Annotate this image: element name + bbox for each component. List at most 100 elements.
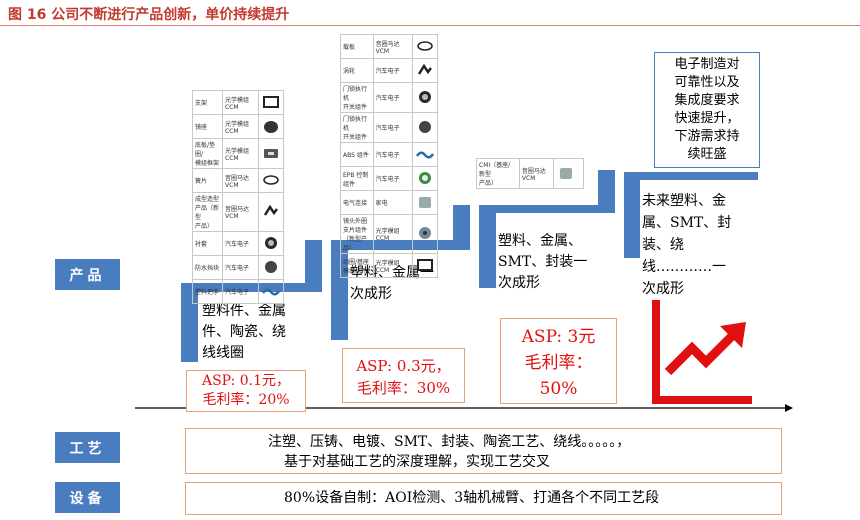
product-thumbnail — [257, 255, 285, 280]
product-thumbnail — [411, 214, 439, 254]
product-thumbnail — [257, 168, 285, 193]
stage-4-tech-line: 属、SMT、封 — [642, 215, 732, 231]
table3-row: CMI（基座/ 新型 产品）音圈马达 VCM — [476, 158, 584, 189]
stage-2-margin: 毛利率：30% — [356, 379, 451, 397]
process-label: 工艺 — [55, 432, 120, 463]
process-line-2: 基于对基础工艺的深度理解，实现工艺交叉 — [284, 454, 550, 470]
table1-cell: 支架 — [191, 90, 224, 115]
stage-1-asp-box: ASP: 0.1元， 毛利率：20% — [186, 370, 306, 412]
product-table-3: CMI（基座/ 新型 产品）音圈马达 VCM — [476, 158, 584, 189]
table1-cell: 音圈马达VCM — [222, 192, 259, 232]
callout-line: 电子制造对 — [674, 57, 740, 72]
table1-row: 支架光学模组CCM — [191, 90, 285, 115]
product-thumbnail — [257, 279, 285, 304]
stage-4-tech-line: 未来塑料、金 — [642, 193, 726, 209]
stage-4-tech-line: 装、绕 — [642, 237, 684, 253]
table1-cell: 汽车电子 — [222, 255, 259, 280]
table2-cell: 涡轮 — [340, 58, 374, 83]
table1-row: 簧片音圈马达VCM — [191, 168, 285, 193]
table1-row: 塑料把手汽车电子 — [191, 279, 285, 304]
callout-line: 续旺盛 — [687, 147, 727, 162]
product-label: 产品 — [55, 259, 120, 290]
product-thumbnail — [553, 158, 584, 189]
table2-cell: 汽车电子 — [372, 166, 413, 191]
stage-1-margin: 毛利率：20% — [202, 392, 290, 408]
table1-cell: 音圈马达VCM — [222, 168, 259, 193]
product-thumbnail — [411, 166, 439, 191]
product-thumbnail — [411, 34, 439, 59]
table2-row: 门锁执行机 开关组件汽车电子 — [340, 112, 439, 143]
table2-cell: 门锁执行机 开关组件 — [340, 112, 374, 143]
product-thumbnail — [411, 58, 439, 83]
table2-cell: 音圈马达VCM — [372, 34, 413, 59]
table2-row: EPB 控制 组件汽车电子 — [340, 166, 439, 191]
table1-cell: 汽车电子 — [222, 231, 259, 256]
process-line-1: 注塑、压铸、电镀、SMT、封装、陶瓷工艺、绕线。。。。。， — [268, 434, 631, 450]
table1-cell: 衬套 — [191, 231, 224, 256]
table2-cell: 家电 — [372, 190, 413, 215]
product-thumbnail — [257, 90, 285, 115]
table1-cell: 光学模组CCM — [222, 138, 259, 169]
table2-row: 涡轮汽车电子 — [340, 58, 439, 83]
stage-2-asp: ASP: 0.3元， — [356, 357, 451, 375]
product-thumbnail — [257, 231, 285, 256]
callout-line: 可靠性以及 — [674, 75, 740, 90]
table2-cell: 动圈/基座 模组组件 — [340, 253, 374, 278]
product-thumbnail — [411, 253, 439, 278]
table2-row: 载板音圈马达VCM — [340, 34, 439, 59]
table1-row: 衬套汽车电子 — [191, 231, 285, 256]
stage-3-tech: 塑料、金属、 SMT、封装一 次成形 — [498, 231, 587, 294]
table2-row: ABS 组件汽车电子 — [340, 142, 439, 167]
table1-row: 成型造型 产品（新型 产品）音圈马达VCM — [191, 192, 285, 232]
product-thumbnail — [411, 190, 439, 215]
stage-1-tech-line: 线线圈 — [202, 345, 244, 361]
table2-row: 镜头外圈 支片组件 （新型产 品）光学模组CCM — [340, 214, 439, 254]
table2-cell: 电气连接 — [340, 190, 374, 215]
product-thumbnail — [411, 142, 439, 167]
table2-cell: 光学模组CCM — [372, 214, 413, 254]
stage-3-tech-line: SMT、封装一 — [498, 254, 588, 270]
stage-4-tech-line: 次成形 — [642, 281, 684, 297]
stage-2-asp-box: ASP: 0.3元， 毛利率：30% — [342, 348, 465, 403]
equipment-box: 80%设备自制：AOI检测、3轴机械臂、打通各个不同工艺段 — [185, 482, 782, 515]
product-thumbnail — [411, 82, 439, 113]
table2-cell: 汽车电子 — [372, 82, 413, 113]
callout-line: 下游需求持 — [674, 129, 740, 144]
table1-cell: 光学模组CCM — [222, 114, 259, 139]
table3-cell: 音圈马达 VCM — [518, 158, 555, 189]
demand-callout: 电子制造对 可靠性以及 集成度要求 快速提升， 下游需求持 续旺盛 — [654, 52, 760, 168]
stage-1-tech: 塑料件、金属 件、陶瓷、绕 线线圈 — [202, 301, 286, 364]
table3-cell: CMI（基座/ 新型 产品） — [476, 158, 520, 189]
callout-line: 集成度要求 — [674, 93, 740, 108]
callout-line: 快速提升， — [674, 111, 740, 126]
stage-3-tech-line: 次成形 — [498, 275, 540, 291]
table2-cell: 门锁执行机 开关组件 — [340, 82, 374, 113]
growth-arrow-icon — [652, 300, 752, 404]
table1-row: 防水挡块汽车电子 — [191, 255, 285, 280]
table2-cell: 光学模组CCM — [372, 253, 413, 278]
table2-row: 动圈/基座 模组组件光学模组CCM — [340, 253, 439, 278]
table1-row: 底板/垫圈/ 模组框架光学模组CCM — [191, 138, 285, 169]
stage-3-tech-line: 塑料、金属、 — [498, 233, 582, 249]
table1-cell: 塑料把手 — [191, 279, 224, 304]
product-thumbnail — [257, 114, 285, 139]
stage-3-margin-value: 50% — [539, 379, 578, 399]
stage-1-asp: ASP: 0.1元， — [201, 373, 291, 389]
table2-cell: 汽车电子 — [372, 142, 413, 167]
table1-cell: 汽车电子 — [222, 279, 259, 304]
table1-cell: 簧片 — [191, 168, 224, 193]
figure-title: 图 16 公司不断进行产品创新，单价持续提升 — [8, 7, 290, 23]
stage-3-asp: ASP: 3元 — [521, 327, 596, 347]
product-thumbnail — [257, 138, 285, 169]
table2-row: 门锁执行机 开关组件汽车电子 — [340, 82, 439, 113]
table2-cell: ABS 组件 — [340, 142, 374, 167]
equipment-text: 80%设备自制：AOI检测、3轴机械臂、打通各个不同工艺段 — [284, 490, 660, 506]
table2-cell: EPB 控制 组件 — [340, 166, 374, 191]
stage-3-asp-box: ASP: 3元 毛利率： 50% — [500, 318, 617, 404]
table2-cell: 镜头外圈 支片组件 （新型产 品） — [340, 214, 374, 254]
stage-4-tech-line: 线…………一 — [642, 259, 726, 275]
table2-cell: 载板 — [340, 34, 374, 59]
table1-cell: 光学模组CCM — [222, 90, 259, 115]
